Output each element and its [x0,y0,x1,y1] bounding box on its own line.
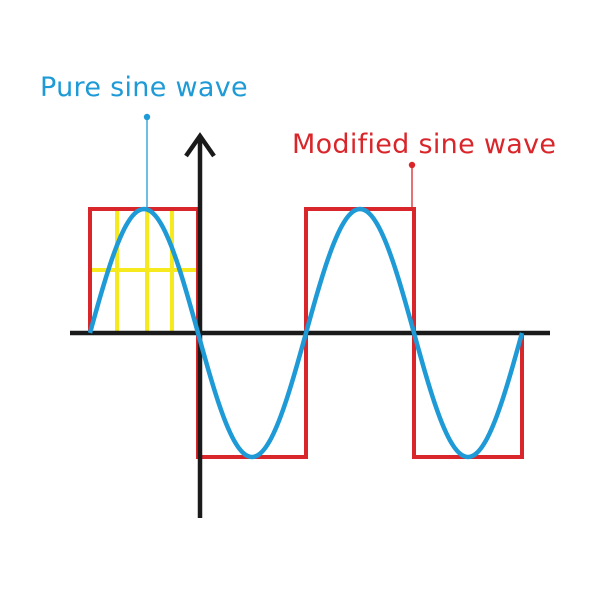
pure-sine-wave-label: Pure sine wave [40,72,248,103]
modified-sine-wave-leader-dot [408,161,416,169]
y-axis-arrowhead [184,132,216,158]
modified-sine-wave-label: Modified sine wave [292,129,556,160]
pure-sine-wave-leader-dot [143,113,151,121]
axes [70,132,550,518]
pure-sine-wave [87,206,525,460]
callouts [143,113,416,208]
